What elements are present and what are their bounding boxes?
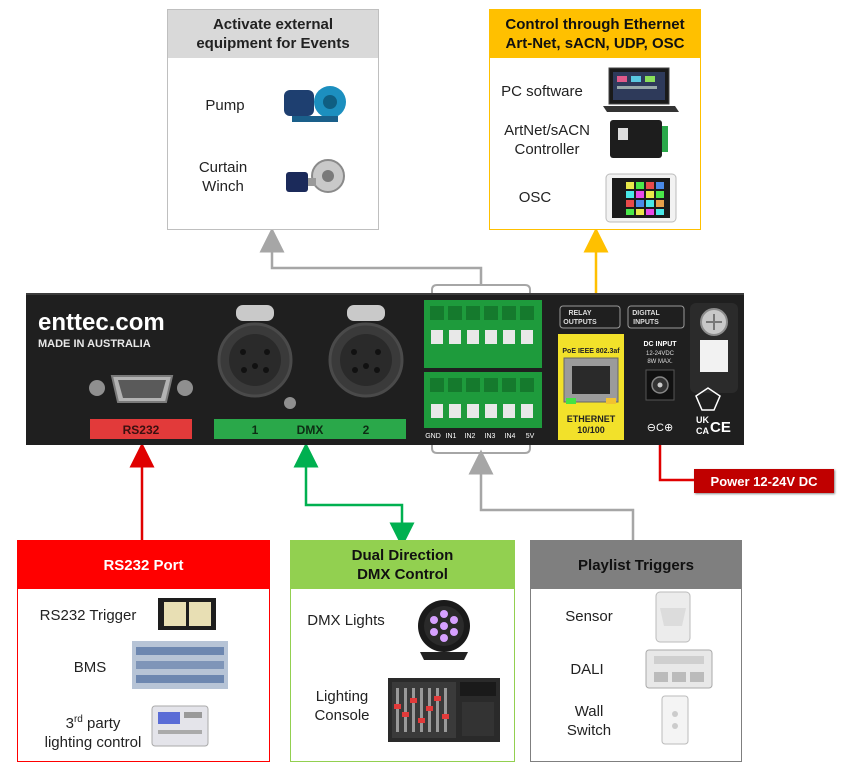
rs232-box-header: RS232 Port <box>18 541 269 589</box>
dali-image <box>645 649 713 689</box>
svg-text:GND: GND <box>425 433 441 440</box>
wall-switch-image <box>661 695 689 745</box>
third-party-image <box>151 705 209 747</box>
svg-text:IN1: IN1 <box>446 433 457 440</box>
playlist-box-header: Playlist Triggers <box>531 541 741 589</box>
poe-label: PoE IEEE 802.3af <box>562 348 620 355</box>
artnet-controller-label: ArtNet/sACN Controller <box>504 122 590 158</box>
input-terminal-block <box>424 372 542 428</box>
events-box-header: Activate external equipment for Events <box>168 10 378 58</box>
rcm-mark-icon <box>695 387 721 411</box>
osc-label: OSC <box>518 189 552 206</box>
dmx-connector-2 <box>328 305 404 398</box>
rs232-trigger-label: RS232 Trigger <box>39 607 137 624</box>
device-brand: enttec.com <box>38 309 165 336</box>
curtain-winch-image <box>286 159 345 193</box>
svg-text:OUTPUTS: OUTPUTS <box>563 319 597 326</box>
dmx-connector-1 <box>217 305 293 398</box>
curtain-winch-label: Curtain Winch <box>198 159 248 195</box>
dmx-lights-image <box>418 600 470 660</box>
svg-text:CE: CE <box>710 419 731 436</box>
lighting-console-label: Lighting Console <box>314 688 370 724</box>
ethernet-port-label: ETHERNET <box>567 414 616 424</box>
svg-text:1: 1 <box>252 423 259 437</box>
svg-text:IN3: IN3 <box>485 433 496 440</box>
pc-software-label: PC software <box>501 83 583 100</box>
dali-label: DALI <box>570 661 604 678</box>
svg-text:CA: CA <box>696 426 709 436</box>
bms-image <box>132 641 228 689</box>
svg-text:IN2: IN2 <box>465 433 476 440</box>
rs232-trigger-image <box>158 598 216 630</box>
svg-text:12-24VDC: 12-24VDC <box>646 351 675 357</box>
polarity-icon: ⊖C⊕ <box>647 422 673 434</box>
events-box: Activate external equipment for Events <box>167 9 379 230</box>
svg-text:UK: UK <box>696 415 709 425</box>
svg-text:IN4: IN4 <box>505 433 516 440</box>
pump-label: Pump <box>205 97 245 114</box>
dmx-box-header: Dual Direction DMX Control <box>291 541 514 589</box>
playlist-to-inputs-arrow <box>468 449 635 540</box>
device-made-in: MADE IN AUSTRALIA <box>38 338 151 350</box>
wall-switch-label: Wall Switch <box>566 703 612 739</box>
pc-software-image <box>603 67 679 112</box>
pump-image <box>284 86 346 122</box>
sensor-image <box>655 591 691 643</box>
third-party-label: 3rd party lighting control <box>44 714 142 751</box>
dmx-lights-label: DMX Lights <box>307 612 385 629</box>
sensor-label: Sensor <box>565 608 613 625</box>
svg-text:10/100: 10/100 <box>577 425 605 435</box>
svg-text:2: 2 <box>363 423 370 437</box>
ethernet-box-header: Control through Ethernet Art-Net, sACN, … <box>490 10 700 58</box>
relay-outputs-label: RELAY <box>568 310 591 317</box>
digital-inputs-label: DIGITAL <box>632 310 660 317</box>
dmx-arrow <box>293 442 415 548</box>
svg-text:INPUTS: INPUTS <box>633 319 659 326</box>
rs232-port-label: RS232 <box>123 423 160 437</box>
osc-image <box>605 173 677 223</box>
svg-text:8W MAX.: 8W MAX. <box>647 359 673 365</box>
power-label: Power 12-24V DC <box>694 469 834 493</box>
bms-label: BMS <box>73 659 107 676</box>
relay-terminal-block <box>424 300 542 368</box>
artnet-controller-image <box>610 120 668 158</box>
svg-text:5V: 5V <box>526 433 535 440</box>
lighting-console-image <box>388 678 500 742</box>
dmx-port-label: DMX <box>297 423 324 437</box>
dc-input-label: DC INPUT <box>643 341 677 348</box>
